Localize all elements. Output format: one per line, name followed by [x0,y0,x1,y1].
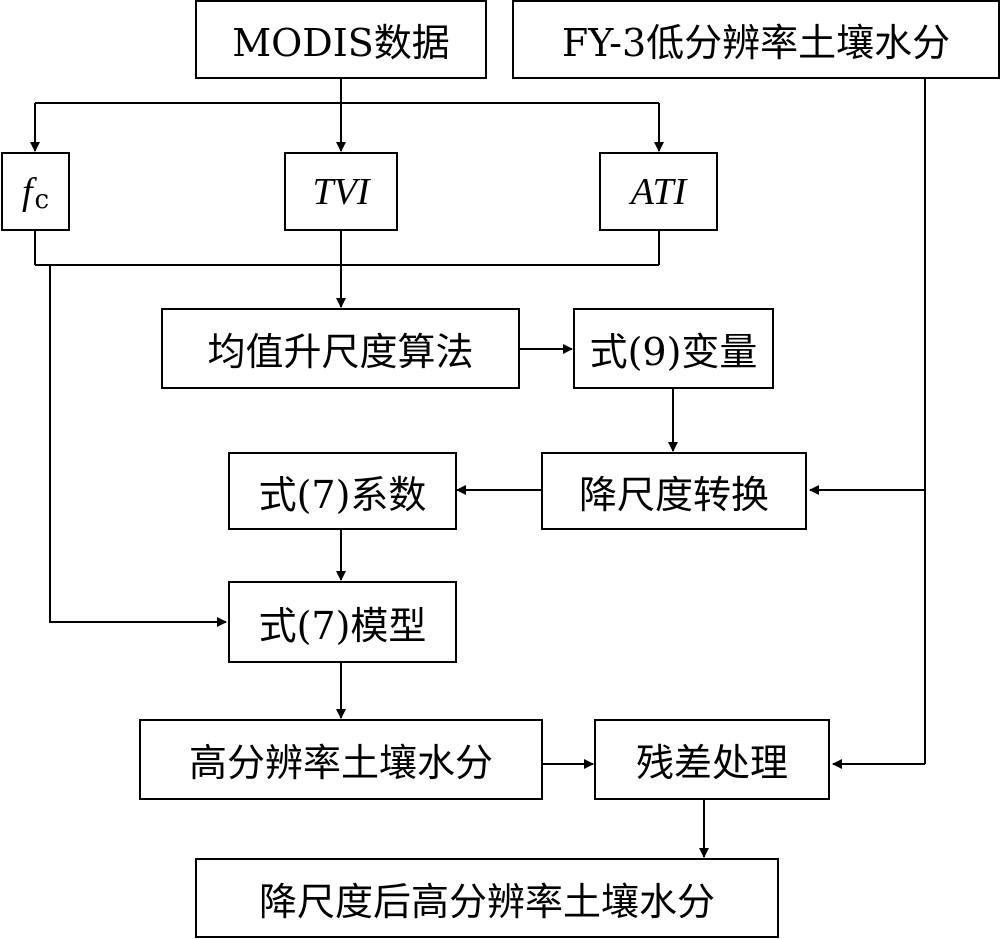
node-tvi: TVI [284,152,398,231]
node-eq7-coefficients: 式(7)系数 [228,452,457,530]
node-eq9-label: 式(9)变量 [589,330,758,374]
node-result-label: 降尺度后高分辨率土壤水分 [258,879,715,924]
node-eq7model-label: 式(7)模型 [258,603,427,648]
node-fy3-soil-moisture: FY-3低分辨率土壤水分 [512,0,1000,79]
node-ati: ATI [599,152,718,231]
node-ati-label: ATI [630,170,687,213]
node-downscaled-result: 降尺度后高分辨率土壤水分 [195,858,779,938]
node-fc-label: f [21,170,33,213]
node-modis-data: MODIS数据 [195,0,487,79]
node-residual-label: 残差处理 [635,741,788,785]
node-eq9-variables: 式(9)变量 [573,308,774,389]
node-downscale-conversion: 降尺度转换 [541,452,807,530]
node-eq7coef-label: 式(7)系数 [258,472,427,517]
node-tvi-label: TVI [312,170,370,213]
node-highres-label: 高分辨率土壤水分 [188,741,493,785]
node-modis-label: MODIS数据 [232,21,450,65]
node-residual-processing: 残差处理 [594,719,830,800]
node-fc-subscript: c [34,184,50,215]
node-fy3-label: FY-3低分辨率土壤水分 [561,21,951,65]
node-downscale-label: 降尺度转换 [578,472,769,517]
arrow-fc-eq7model [49,265,227,627]
node-eq7-model: 式(7)模型 [228,581,457,663]
node-high-res-soil-moisture: 高分辨率土壤水分 [139,719,543,800]
node-upscale-algorithm: 均值升尺度算法 [161,308,520,389]
node-upscale-label: 均值升尺度算法 [207,330,474,374]
